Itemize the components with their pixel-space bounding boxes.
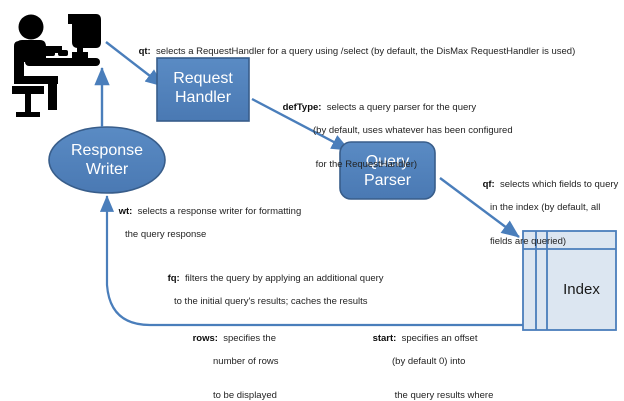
annotation-start-line-2: the query results where [392,390,494,401]
annotation-rows-line-1: number of rows [213,356,279,368]
annotation-qf-key: qf: [482,179,500,191]
arrow-request-handler-to-query-parser [251,97,350,152]
annotation-fq: fq: filters the query by applying an add… [157,262,384,330]
annotation-start: start: specifies an offset (by default 0… [362,322,494,401]
annotation-wt-line-1: the query response [125,229,207,241]
arrow-user-to-request-handler [105,41,164,87]
annotation-start-key: start: [372,333,402,345]
arrow-index-to-response-writer [99,195,523,327]
annotation-rows-key: rows: [192,333,224,345]
annotation-qt: qt: selects a RequestHandler for a query… [128,35,576,69]
annotation-qf-line-0: selects which fields to query [499,179,619,191]
annotation-rows-line-0: specifies the [223,333,276,345]
annotation-qf-line-1: in the index (by default, all [490,202,601,214]
annotation-rows-line-2: to be displayed [213,390,277,401]
annotation-fq-key: fq: [167,273,185,285]
annotation-rows: rows: specifies the number of rows to be… [182,322,279,401]
query-parser-node [339,141,436,200]
annotation-qt-key: qt: [138,46,156,58]
annotation-deftype: defType: selects a query parser for the … [272,91,513,194]
request-handler-node [156,57,250,122]
annotation-deftype-key: defType: [282,102,327,114]
annotation-qf-line-2: fields are queried) [490,236,567,248]
annotation-qf: qf: selects which fields to query in the… [472,168,619,271]
arrow-query-parser-to-index [439,177,520,238]
person-at-computer-icon [12,14,101,117]
annotation-deftype-line-1: (by default, uses whatever has been conf… [313,125,513,137]
index-node [522,230,617,331]
annotation-qt-line-0: selects a RequestHandler for a query usi… [155,46,576,58]
annotation-deftype-line-0: selects a query parser for the query [326,102,477,114]
annotation-wt-line-0: selects a response writer for formatting [137,206,302,218]
annotation-wt: wt: selects a response writer for format… [108,195,302,263]
annotation-fq-line-0: filters the query by applying an additio… [184,273,384,285]
annotation-start-line-1: (by default 0) into [392,356,466,368]
annotation-deftype-line-2: for the RequestHandler) [313,159,418,171]
annotation-wt-key: wt: [118,206,138,218]
annotation-fq-line-1: to the initial query's results; caches t… [174,296,368,308]
response-writer-node [48,126,166,194]
annotation-start-line-0: specifies an offset [401,333,478,345]
